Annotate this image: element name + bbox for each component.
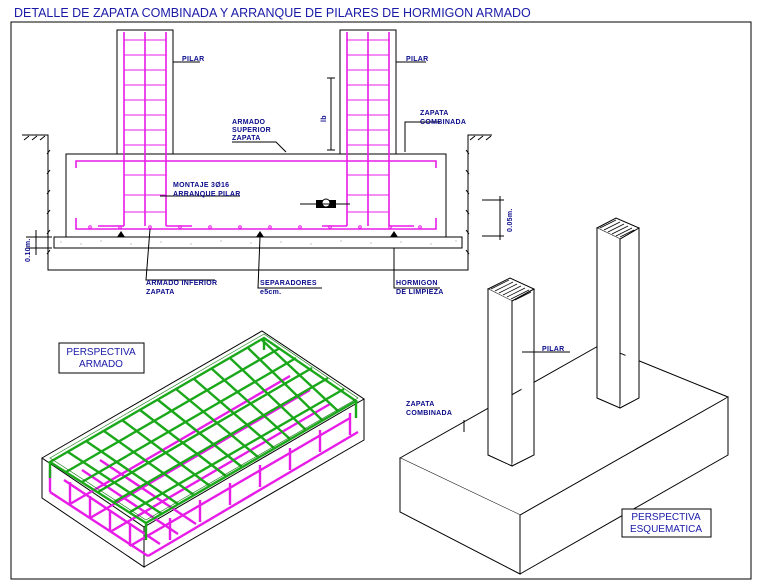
perspectiva-armado-box [58,342,145,374]
right-dimension-label: 0.05m. [507,208,514,232]
schematic-label-pilar: PILAR [542,346,565,353]
cleaning-concrete-layer [53,236,463,249]
perspective-schematic-view: PILAR ZAPATA COMBINADA PERSPECTIVA ESQUE… [398,217,730,575]
perspectiva-esquematica-line-2: ESQUEMATICA [630,524,702,535]
schematic-column-back [595,217,641,409]
lb-dimension-label: lb [321,115,328,122]
section-view: lb 0.10m. 0.05m. PILAR PILAR ARMADO SUPE… [22,29,514,296]
schematic-column-front [486,277,536,467]
label-armado-superior-1: ARMADO [232,119,266,126]
excavation-outline [22,134,492,271]
label-separadores-1: SEPARADORES [260,280,317,287]
lb-dimension-line [327,77,335,151]
soil-hatching [23,135,492,255]
schematic-label-zapata-2: COMBINADA [406,410,452,417]
perspective-rebar-view: PERSPECTIVA ARMADO [41,330,365,568]
label-pilar-left: PILAR [182,56,205,63]
bottom-dimension-line [26,230,52,255]
label-zapata-combinada-1: ZAPATA [420,110,449,117]
right-column [322,29,414,227]
perspectiva-esquematica-line-1: PERSPECTIVA [631,512,701,523]
bottom-rebar-mesh [48,374,359,558]
drawing-frame [10,21,752,580]
label-armado-superior-3: ZAPATA [232,135,261,142]
label-separadores-2: e5cm. [260,289,281,296]
label-armado-superior-2: SUPERIOR [232,127,271,134]
perspectiva-esquematica-box [621,508,712,538]
label-zapata-combinada-2: COMBINADA [420,119,466,126]
spacer-markers [117,231,398,237]
top-rebar-mesh [47,336,359,540]
top-rebar [75,160,437,168]
perspectiva-armado-line-2: ARMADO [79,359,123,370]
right-dimension-line [482,196,504,240]
label-pilar-right: PILAR [406,56,429,63]
drawing-title: DETALLE DE ZAPATA COMBINADA Y ARRANQUE D… [14,6,531,20]
cleaning-concrete-dots [60,240,457,245]
bottom-dimension-label: 0.10m. [25,238,32,262]
schematic-footing [398,344,730,575]
label-armado-inferior-2: ZAPATA [146,289,175,296]
label-montaje-2: ARRANQUE PILAR [173,191,241,198]
leader-lines [145,61,440,289]
bottom-rebar [75,218,437,230]
schematic-label-zapata-1: ZAPATA [406,401,435,408]
label-hormigon-2: DE LIMPIEZA [396,289,444,296]
bottom-rebar-dots [88,225,422,229]
tie-detail-symbol [300,198,350,208]
label-hormigon-1: HORMIGON [396,280,438,287]
left-column [98,29,192,227]
label-montaje-1: MONTAJE 3Ø16 [173,182,229,189]
perspectiva-armado-line-1: PERSPECTIVA [66,347,136,358]
label-armado-inferior-1: ARMADO INFERIOR [146,280,217,287]
top-rebar-mesh-outline [49,333,359,521]
rebar-cage-block [41,330,365,568]
